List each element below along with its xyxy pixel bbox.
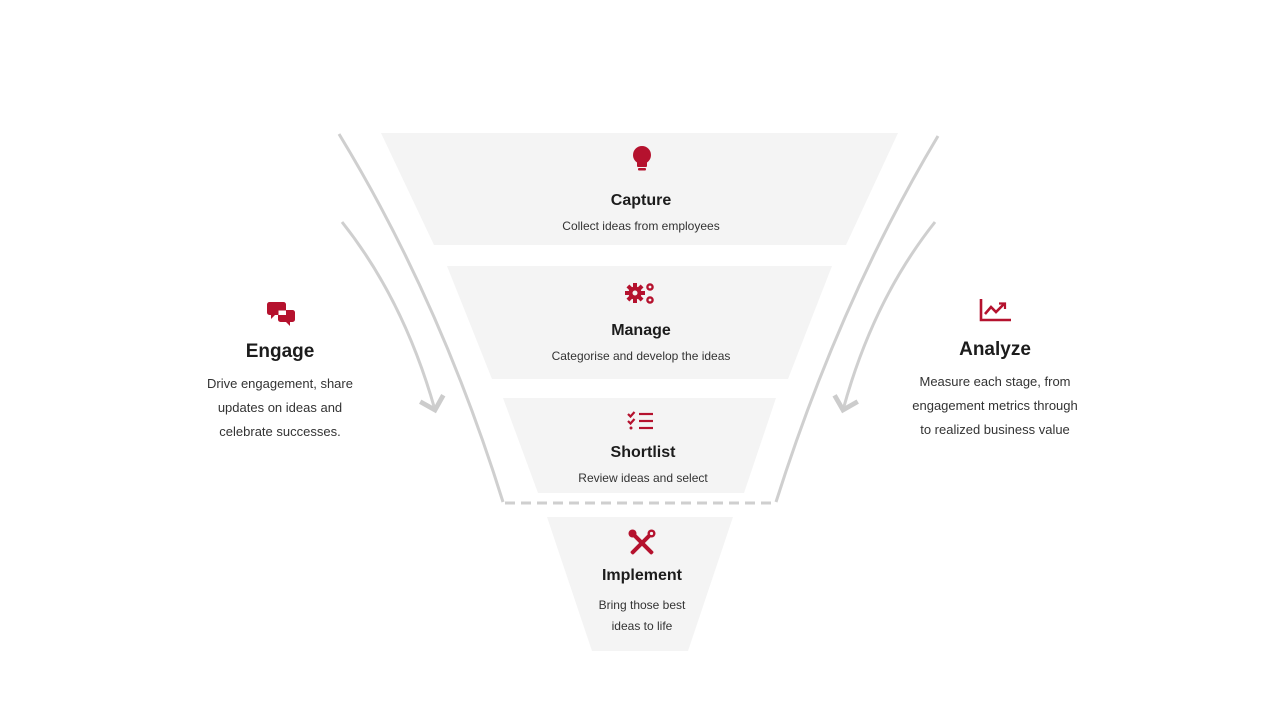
analyze-desc-line-2: engagement metrics through — [912, 398, 1077, 413]
stage-desc-shortlist: Review ideas and select — [578, 471, 708, 485]
analyze-desc-line-1: Measure each stage, from — [919, 374, 1070, 389]
lightbulb-icon — [633, 146, 651, 171]
engage-title: Engage — [246, 341, 315, 362]
stage-desc-capture: Collect ideas from employees — [562, 219, 719, 233]
trend-chart-icon — [979, 299, 1011, 322]
stage-title-capture: Capture — [611, 192, 672, 209]
stage-title-shortlist: Shortlist — [611, 444, 677, 461]
stage-desc-implement-line-2: ideas to life — [612, 619, 673, 633]
stage-shortlist-band — [503, 398, 776, 493]
engage-desc-line-3: celebrate successes. — [219, 424, 340, 439]
analyze-arrow — [832, 221, 937, 414]
checklist-icon — [627, 411, 653, 430]
engage-arrow — [340, 221, 446, 414]
analyze-desc-line-3: to realized business value — [920, 422, 1070, 437]
stage-title-manage: Manage — [611, 322, 671, 339]
funnel-outline-right — [774, 135, 940, 503]
stage-manage-band — [447, 266, 832, 379]
stage-implement-band — [547, 517, 733, 651]
stage-capture-band — [381, 133, 898, 245]
chat-bubbles-icon — [267, 302, 295, 326]
analyze-title: Analyze — [959, 339, 1031, 360]
stage-title-implement: Implement — [602, 567, 683, 584]
engage-desc-line-2: updates on ideas and — [218, 400, 342, 415]
stage-desc-manage: Categorise and develop the ideas — [552, 349, 731, 363]
engage-desc-line-1: Drive engagement, share — [207, 376, 353, 391]
stage-desc-implement-line-1: Bring those best — [599, 598, 686, 612]
funnel-outline-left — [337, 133, 505, 503]
tools-icon — [628, 529, 656, 555]
gears-icon — [625, 283, 654, 304]
